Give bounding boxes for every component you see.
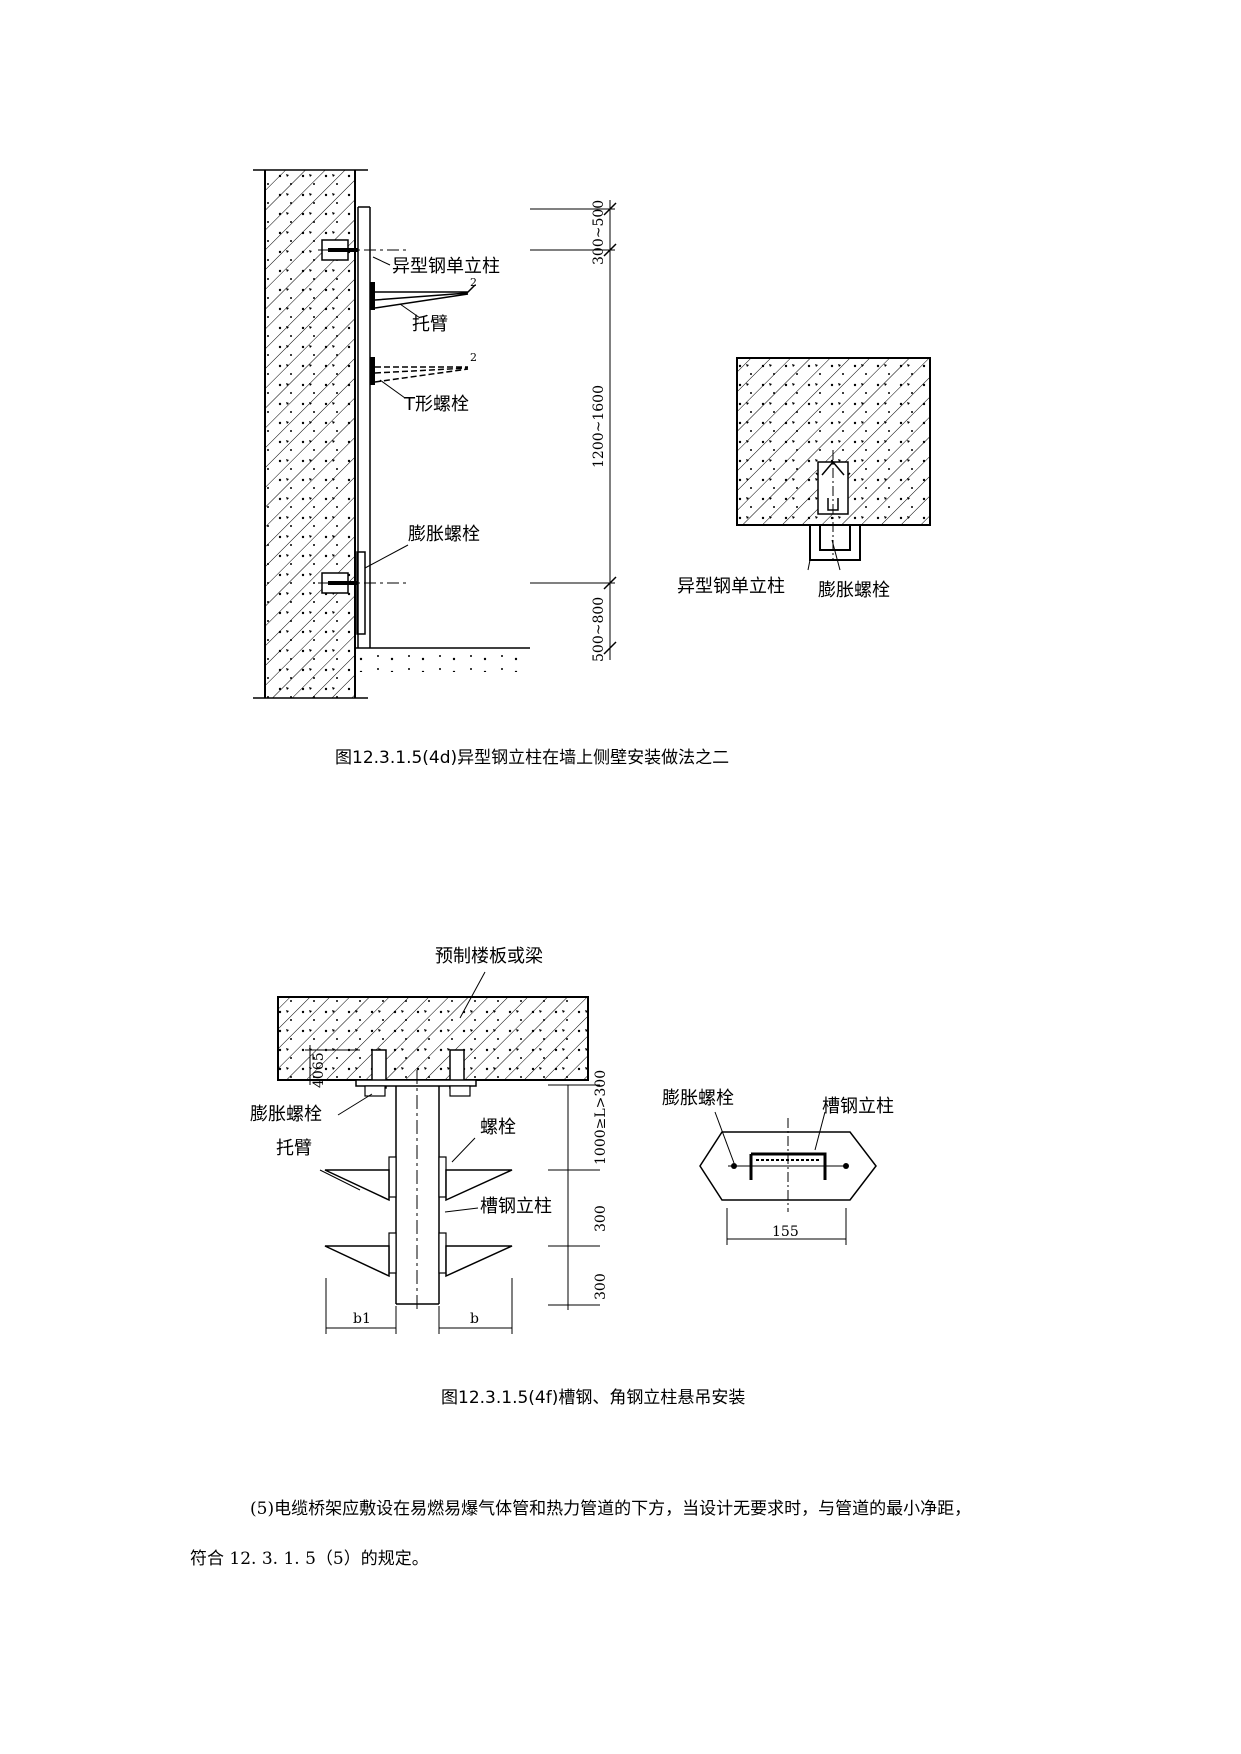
dimension-chain xyxy=(530,200,617,660)
steel-column xyxy=(356,206,371,648)
dim-chain-bottom xyxy=(325,1278,513,1334)
dim-b1: b1 xyxy=(353,1311,371,1327)
figure-a: 2 2 异型钢单立柱 托臂 T形螺栓 膨胀螺栓 300~500 1200~160… xyxy=(253,169,931,768)
wall-bolt-bottom xyxy=(318,572,410,594)
label-slab: 预制楼板或梁 xyxy=(435,946,543,967)
dim-155: 155 xyxy=(772,1224,799,1240)
support-arm-lower: 2 xyxy=(370,351,477,385)
figure-b: 预制楼板或梁 4065 xyxy=(250,946,894,1408)
support-arm-upper: 2 xyxy=(370,276,477,310)
caption-figure-a: 图12.3.1.5(4d)异型钢立柱在墙上侧壁安装做法之二 xyxy=(335,748,729,768)
floor-slab xyxy=(355,647,530,672)
wall-bolt-top xyxy=(318,239,410,261)
label-plan-b-channel: 槽钢立柱 xyxy=(822,1096,894,1117)
label-column: 异型钢单立柱 xyxy=(392,256,500,277)
label-plan-b-bolt: 膨胀螺栓 xyxy=(662,1088,734,1109)
dim-300-lower: 300 xyxy=(593,1273,609,1300)
svg-text:2: 2 xyxy=(470,276,477,289)
dim-middle: 1200~1600 xyxy=(591,385,607,468)
support-arms xyxy=(324,1169,513,1278)
slab-anchor-bolts xyxy=(355,1049,477,1097)
label-b-exp-bolt: 膨胀螺栓 xyxy=(250,1104,322,1125)
label-b-channel: 槽钢立柱 xyxy=(480,1196,552,1217)
label-t-bolt: T形螺栓 xyxy=(403,394,469,415)
label-b-bolt: 螺栓 xyxy=(480,1117,516,1138)
channel-column xyxy=(388,1070,447,1312)
label-plan-bolt: 膨胀螺栓 xyxy=(818,580,890,601)
dim-b: b xyxy=(470,1311,479,1327)
dim-chain-right xyxy=(548,1084,600,1310)
dim-bottom: 500~800 xyxy=(591,597,607,662)
body-paragraph-1: (5)电缆桥架应敷设在易燃易爆气体管和热力管道的下方，当设计无要求时，与管道的最… xyxy=(250,1499,972,1519)
svg-text:2: 2 xyxy=(470,351,477,364)
dim-4065: 4065 xyxy=(311,1052,327,1088)
label-b-arm: 托臂 xyxy=(276,1138,312,1159)
precast-slab xyxy=(277,996,589,1081)
caption-figure-b: 图12.3.1.5(4f)槽钢、角钢立柱悬吊安装 xyxy=(441,1388,745,1408)
body-paragraph-2: 符合 12. 3. 1. 5（5）的规定。 xyxy=(190,1549,429,1569)
label-plan-column: 异型钢单立柱 xyxy=(677,576,785,597)
plan-detail-b xyxy=(699,1111,877,1245)
dim-anchor-depth xyxy=(305,1045,360,1085)
dim-top: 300~500 xyxy=(591,200,607,265)
plan-detail-a xyxy=(736,357,931,571)
label-expansion-bolt: 膨胀螺栓 xyxy=(408,524,480,545)
dim-1000-l-300: 1000≥L>300 xyxy=(593,1070,609,1165)
dim-300-upper: 300 xyxy=(593,1205,609,1232)
label-arm: 托臂 xyxy=(412,314,448,335)
